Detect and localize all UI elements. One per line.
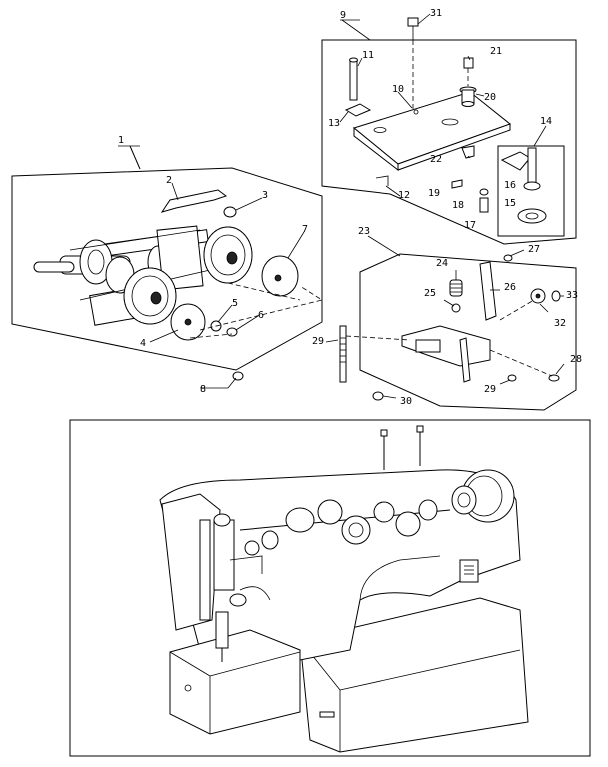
callout-16: 16 [504,180,516,191]
screw-29b [507,374,517,382]
screw-30 [372,391,384,401]
callout-6: 6 [258,310,264,321]
callout-3: 3 [262,190,268,201]
side-badge [459,559,479,583]
inset-14 [497,145,565,237]
callout-1: 1 [118,135,124,146]
callout-18: 18 [452,200,464,211]
callout-4: 4 [140,338,146,349]
feed-bracket [401,325,491,367]
screw-8 [232,371,244,381]
machine-bed [169,629,301,735]
callout-27: 27 [528,244,540,255]
lower-gear [123,267,177,325]
machine-head [161,493,221,631]
group-9-cover-assembly [321,13,577,245]
link-2 [160,189,228,213]
spring-29 [339,325,347,383]
callout-12: 12 [398,190,410,201]
callout-32: 32 [554,318,566,329]
screw-33 [551,290,561,302]
pin-12 [375,175,389,186]
callout-23: 23 [358,226,370,237]
nut-3 [223,206,237,218]
callout-29-spring: 29 [312,336,324,347]
washer-28 [548,374,560,382]
callout-31: 31 [430,8,442,19]
screw-31 [407,17,419,27]
callout-15: 15 [504,198,516,209]
callout-28: 28 [570,354,582,365]
screw-6 [226,327,238,337]
callout-24: 24 [436,258,448,269]
callout-8: 8 [200,384,206,395]
callout-11: 11 [362,50,374,61]
machine-base [299,597,529,753]
upper-gear [203,226,253,284]
callout-13: 13 [328,118,340,129]
callout-29-screw: 29 [484,384,496,395]
callout-33: 33 [566,290,578,301]
clip-19 [451,179,463,189]
callout-19: 19 [428,188,440,199]
lever-26 [479,261,497,321]
callout-5: 5 [232,298,238,309]
clip-22 [461,145,475,159]
callout-17: 17 [464,220,476,231]
clamp-13 [344,103,372,117]
arm-mechanism [199,499,451,662]
callout-labels: 1 2 3 4 5 6 7 8 9 10 11 12 13 14 15 16 1… [118,8,582,407]
shaft-11 [349,59,358,101]
group-1-gear-assembly [11,145,324,389]
screw-27 [503,254,513,262]
disc-15 [517,208,547,224]
screw-21 [463,57,474,69]
callout-26: 26 [504,282,516,293]
callout-25: 25 [424,288,436,299]
machine-overview [69,419,591,757]
callout-22: 22 [430,154,442,165]
base-badge [319,711,335,718]
callout-10: 10 [392,84,404,95]
group-23-feed-assembly [325,235,577,411]
callout-7: 7 [302,224,308,235]
callout-20: 20 [484,92,496,103]
hand-wheel [451,469,515,523]
bolt-17 [479,197,489,213]
washer-18 [479,188,489,196]
callout-14: 14 [540,116,552,127]
callout-30: 30 [400,396,412,407]
callout-21: 21 [490,46,502,57]
callout-2: 2 [166,175,172,186]
callout-9: 9 [340,10,346,21]
